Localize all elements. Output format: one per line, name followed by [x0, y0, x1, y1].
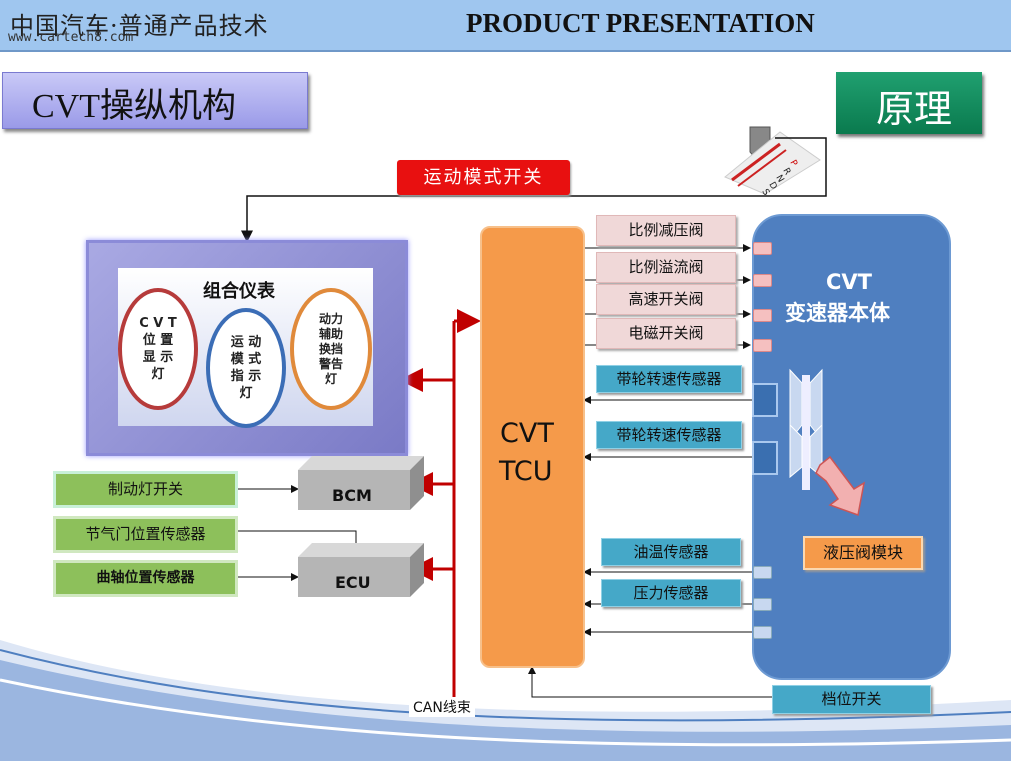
- tcu-label-cvt: CVT: [500, 418, 554, 449]
- gear-position-switch: 档位开关: [772, 685, 931, 714]
- lamp-text: 运 动: [230, 335, 262, 350]
- lamp-text: 灯: [239, 386, 253, 401]
- proportional-relief-valve: 比例溢流阀: [596, 252, 736, 283]
- brake-light-switch: 制动灯开关: [53, 471, 238, 508]
- cvt-position-lamp: C V T 位 置 显 示 灯: [118, 288, 198, 410]
- connector-plug: [753, 339, 772, 352]
- connector-plug: [753, 626, 772, 639]
- lamp-text: 模 式: [230, 352, 262, 367]
- shifter-letter-d: D: [766, 181, 778, 192]
- shifter-letter-n: N: [773, 174, 785, 185]
- lamp-text: 辅助: [318, 326, 343, 341]
- solenoid-switch-valve: 电磁开关阀: [596, 318, 736, 349]
- connector-plug: [753, 309, 772, 322]
- lamp-text: C V T: [139, 316, 177, 331]
- lamp-text: 灯: [151, 367, 165, 382]
- slide-title: CVT操纵机构: [32, 88, 236, 125]
- pulley-speed-sensor-2: 带轮转速传感器: [596, 421, 742, 449]
- lamp-text: 指 示: [230, 369, 262, 384]
- pressure-sensor: 压力传感器: [601, 579, 741, 607]
- connector-plug: [753, 274, 772, 287]
- hydraulic-valve-module: 液压阀模块: [803, 536, 923, 570]
- lamp-text: 动力: [318, 311, 343, 326]
- can-bus-label: CAN线束: [409, 697, 475, 717]
- lamp-text: 警告: [318, 356, 343, 371]
- connector-plug: [753, 566, 772, 579]
- shifter-letter-r: R: [780, 167, 792, 177]
- gear-shifter-icon: P R N D S: [724, 126, 821, 198]
- shifter-letter-p: P: [787, 159, 799, 169]
- shifter-letter-s: S: [759, 188, 771, 198]
- connector-plug: [753, 598, 772, 611]
- pulley-sensor-block: [752, 441, 778, 475]
- cvt-transmission-body: [752, 214, 951, 680]
- crank-position-sensor: 曲轴位置传感器: [53, 560, 238, 597]
- oil-temp-sensor: 油温传感器: [601, 538, 741, 566]
- header-title: PRODUCT PRESENTATION: [466, 8, 815, 38]
- sport-mode-lamp: 运 动 模 式 指 示 灯: [206, 308, 286, 428]
- cvt-tcu: [480, 226, 585, 668]
- pulley-speed-sensor-1: 带轮转速传感器: [596, 365, 742, 393]
- power-assist-warning-lamp: 动力 辅助 换挡 警告 灯: [290, 288, 372, 410]
- lamp-text: 显 示: [142, 350, 174, 365]
- bcm-module: [298, 456, 424, 510]
- lamp-text: 换挡: [318, 341, 343, 356]
- connector-plug: [753, 242, 772, 255]
- pulley-sensor-block: [752, 383, 778, 417]
- cluster-label: 组合仪表: [203, 281, 275, 302]
- slide-title-box: [2, 72, 308, 129]
- ecu-label: ECU: [335, 573, 371, 592]
- bcm-label: BCM: [332, 486, 372, 505]
- sport-mode-switch: 运动模式开关: [397, 160, 570, 195]
- ecu-module: [298, 543, 424, 597]
- proportional-reducing-valve: 比例减压阀: [596, 215, 736, 246]
- watermark-url: www.cartech8.com: [8, 30, 134, 45]
- lamp-text: 位 置: [142, 333, 174, 348]
- principle-label: 原理: [876, 87, 953, 131]
- brand-text: 中国汽车·普通产品技术: [10, 12, 269, 40]
- lamp-text: 灯: [324, 371, 337, 386]
- transmission-label-cvt: CVT: [826, 270, 872, 294]
- header-bar: [0, 0, 1011, 52]
- pulley-icon: [789, 368, 866, 517]
- tcu-label-tcu: TCU: [499, 456, 553, 487]
- principle-box: [836, 72, 982, 134]
- transmission-label-name: 变速器本体: [785, 301, 890, 325]
- throttle-position-sensor: 节气门位置传感器: [53, 516, 238, 553]
- high-speed-switch-valve: 高速开关阀: [596, 284, 736, 315]
